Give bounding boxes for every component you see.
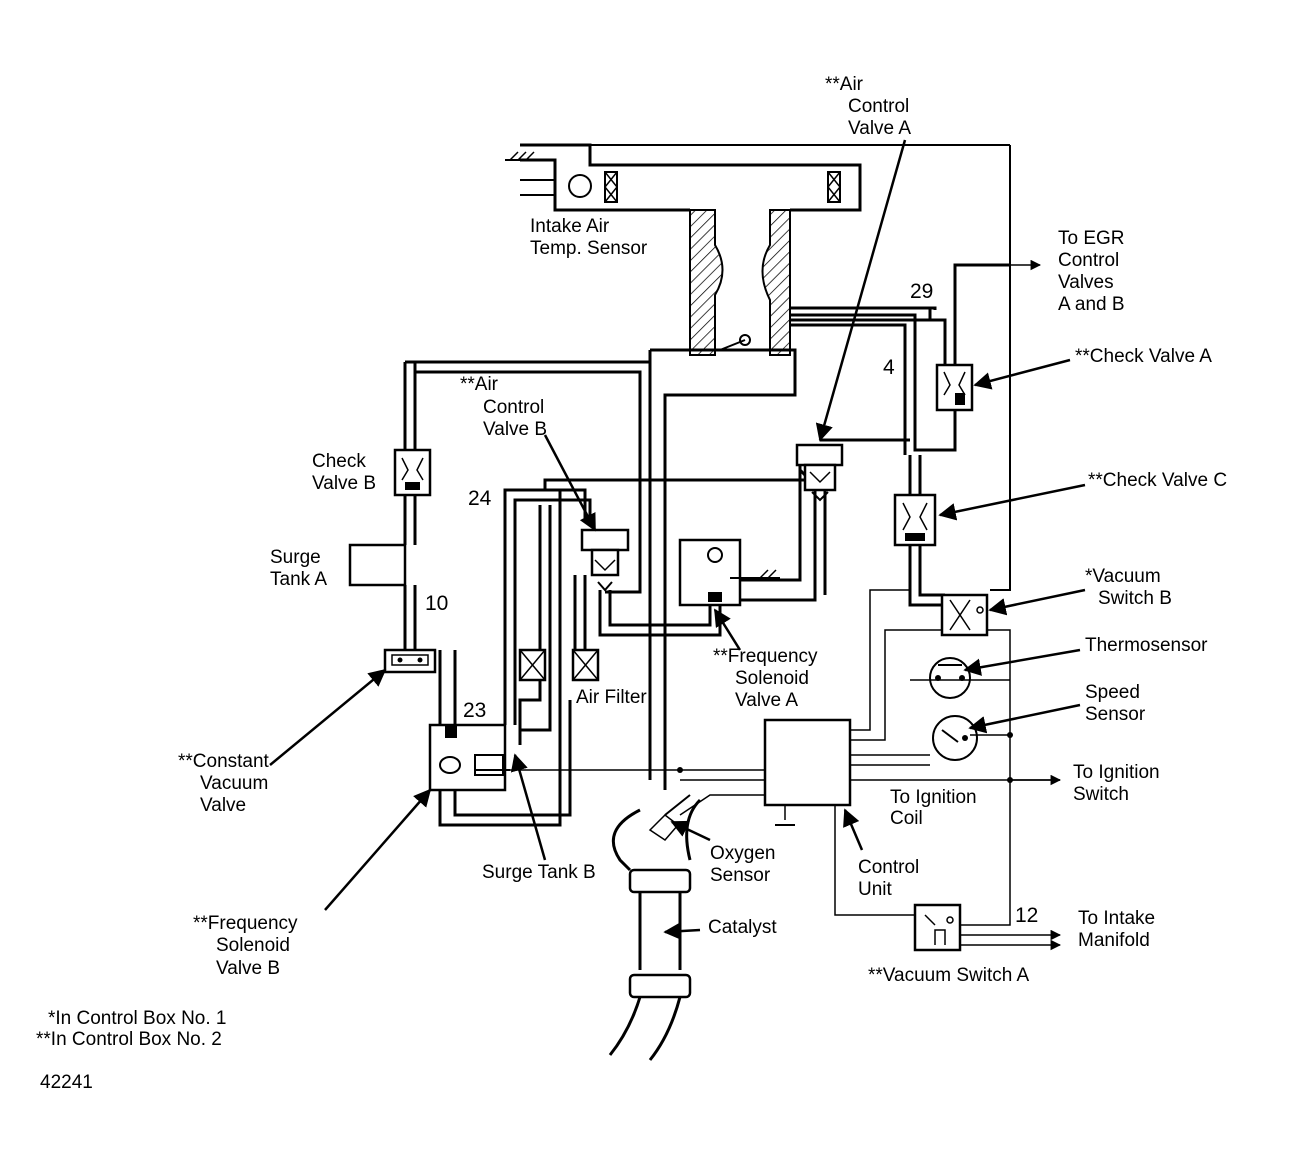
label-to-intake-manifold-l2: Manifold: [1078, 930, 1150, 951]
label-intake-air-temp-l1: Intake Air: [530, 216, 610, 237]
label-intake-air-temp-l2: Temp. Sensor: [530, 238, 648, 259]
footnote-double: **In Control Box No. 2: [36, 1029, 222, 1050]
figure-id: 42241: [40, 1072, 93, 1093]
air-filters: [518, 648, 600, 682]
label-catalyst: Catalyst: [708, 917, 777, 938]
label-to-ignition-switch-l2: Switch: [1073, 784, 1129, 805]
hose-number-10: 10: [425, 592, 448, 615]
label-air-control-valve-b-l3: Valve B: [483, 419, 547, 440]
label-oxygen-sensor-l2: Sensor: [710, 865, 771, 886]
thermosensor: [929, 657, 971, 699]
label-air-control-valve-a-l1: **Air: [825, 74, 864, 95]
label-to-egr-l3: Valves: [1058, 272, 1114, 293]
label-to-egr-l4: A and B: [1058, 294, 1125, 315]
label-to-egr-l2: Control: [1058, 250, 1119, 271]
label-air-control-valve-a-l2: Control: [848, 96, 909, 117]
label-air-filter: Air Filter: [576, 687, 647, 708]
constant-vacuum-valve: [383, 648, 437, 674]
label-freq-solenoid-a-l3: Valve A: [735, 690, 798, 711]
label-speed-sensor-l1: Speed: [1085, 682, 1140, 703]
label-check-valve-a: **Check Valve A: [1075, 346, 1212, 367]
label-vacuum-switch-b-l2: Switch B: [1098, 588, 1172, 609]
hose-number-12: 12: [1015, 904, 1038, 927]
label-air-control-valve-b-l2: Control: [483, 397, 544, 418]
check-valve-b: [393, 448, 432, 497]
label-constant-vacuum-valve-l2: Vacuum: [200, 773, 268, 794]
check-valve-a: [935, 363, 974, 412]
labels: **Air Control Valve A Intake Air Temp. S…: [36, 74, 1227, 1093]
speed-sensor: [932, 715, 978, 761]
label-vacuum-switch-b-l1: *Vacuum: [1085, 566, 1161, 587]
hose-number-24: 24: [468, 487, 492, 510]
exhaust-pipe-catalyst: [608, 794, 702, 1061]
hose-number-23: 23: [463, 699, 486, 722]
electrical-lines: [500, 259, 1062, 951]
hose-number-4: 4: [883, 356, 895, 379]
label-surge-tank-a-l1: Surge: [270, 547, 321, 568]
intake-duct: [505, 143, 862, 790]
label-freq-solenoid-a-l2: Solenoid: [735, 668, 809, 689]
label-surge-tank-b: Surge Tank B: [482, 862, 596, 883]
label-speed-sensor-l2: Sensor: [1085, 704, 1146, 725]
label-vacuum-switch-a: **Vacuum Switch A: [868, 965, 1030, 986]
label-to-intake-manifold-l1: To Intake: [1078, 908, 1155, 929]
label-control-unit-l1: Control: [858, 857, 919, 878]
label-check-valve-b-l2: Valve B: [312, 473, 376, 494]
vacuum-switch-b: [940, 593, 989, 637]
label-check-valve-b-l1: Check: [312, 451, 366, 472]
label-to-egr-l1: To EGR: [1058, 228, 1125, 249]
hose-number-29: 29: [910, 280, 933, 303]
label-freq-solenoid-b-l3: Valve B: [216, 958, 280, 979]
label-check-valve-c: **Check Valve C: [1088, 470, 1227, 491]
label-air-control-valve-b-l1: **Air: [460, 374, 499, 395]
surge-tank-a: [348, 543, 407, 587]
leader-arrows: [269, 139, 1086, 940]
label-thermosensor: Thermosensor: [1085, 635, 1208, 656]
label-to-ignition-coil-l2: Coil: [890, 808, 923, 829]
label-oxygen-sensor-l1: Oxygen: [710, 843, 775, 864]
hose-numbers: 29 4 24 10 23 12: [425, 280, 1038, 927]
label-surge-tank-a-l2: Tank A: [270, 569, 327, 590]
label-constant-vacuum-valve-l1: **Constant: [178, 751, 270, 772]
label-control-unit-l2: Unit: [858, 879, 893, 900]
label-freq-solenoid-b-l1: **Frequency: [193, 913, 298, 934]
vacuum-switch-a: [913, 903, 962, 952]
label-to-ignition-switch-l1: To Ignition: [1073, 762, 1160, 783]
control-unit: [763, 718, 852, 807]
label-freq-solenoid-b-l2: Solenoid: [216, 935, 290, 956]
footnote-single: *In Control Box No. 1: [48, 1008, 226, 1029]
label-constant-vacuum-valve-l3: Valve: [200, 795, 246, 816]
frequency-solenoid-valve-a: [678, 538, 780, 607]
frequency-solenoid-valve-b: [428, 723, 510, 792]
air-control-valve-a: [795, 443, 844, 502]
air-control-valve-b: [580, 528, 630, 592]
label-air-control-valve-a-l3: Valve A: [848, 118, 911, 139]
label-freq-solenoid-a-l1: **Frequency: [713, 646, 818, 667]
label-to-ignition-coil-l1: To Ignition: [890, 787, 977, 808]
check-valve-c: [893, 493, 937, 547]
